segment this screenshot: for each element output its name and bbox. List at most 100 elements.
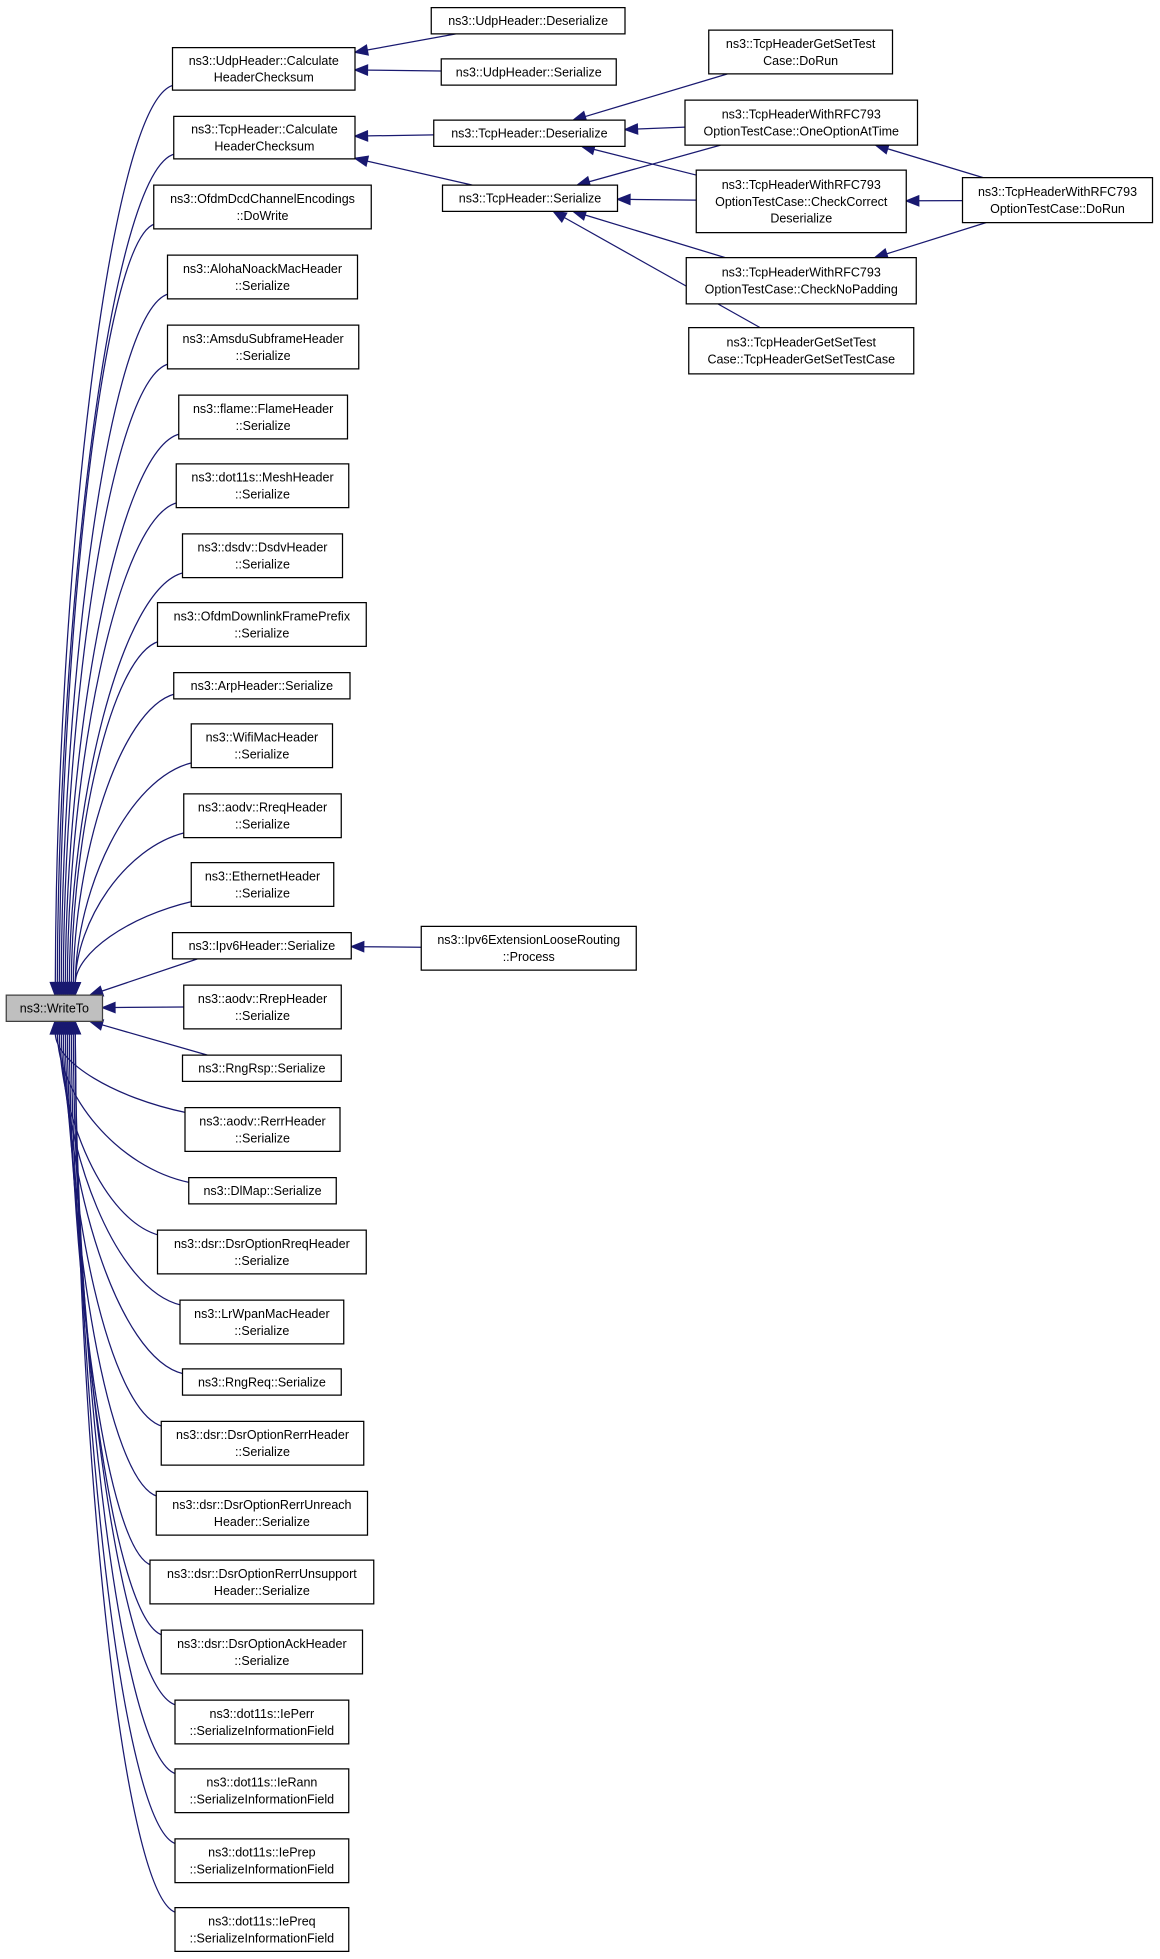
node-ieperr[interactable]: ns3::dot11s::IePerr::SerializeInformatio… — [174, 1699, 350, 1745]
node-dsrack[interactable]: ns3::dsr::DsrOptionAckHeader::Serialize — [160, 1629, 364, 1675]
node-box — [160, 1629, 364, 1675]
node-oneoption[interactable]: ns3::TcpHeaderWithRFC793OptionTestCase::… — [684, 99, 919, 146]
node-label: ::Serialize — [234, 1654, 289, 1668]
node-tcpser[interactable]: ns3::TcpHeader::Serialize — [441, 184, 619, 213]
node-ipv6loose[interactable]: ns3::Ipv6ExtensionLooseRouting::Process — [420, 925, 637, 971]
node-getsetctor[interactable]: ns3::TcpHeaderGetSetTestCase::TcpHeaderG… — [688, 327, 915, 375]
node-dsdv[interactable]: ns3::dsdv::DsdvHeader::Serialize — [181, 533, 344, 579]
node-rreq[interactable]: ns3::aodv::RreqHeader::Serialize — [183, 793, 342, 839]
node-dlmap[interactable]: ns3::DlMap::Serialize — [188, 1177, 337, 1205]
node-label: ns3::WifiMacHeader — [206, 731, 319, 745]
node-rerr[interactable]: ns3::aodv::RerrHeader::Serialize — [184, 1107, 341, 1152]
node-label: ::Serialize — [236, 419, 291, 433]
node-label: ns3::dot11s::MeshHeader — [191, 471, 333, 485]
node-box — [175, 463, 350, 509]
node-label: ns3::RngReq::Serialize — [198, 1375, 326, 1389]
edge-udpcalc-to-root — [54, 84, 174, 983]
edge-rrep-to-root — [114, 1006, 184, 1009]
edge-tcpdeser-to-tcpcalc — [367, 134, 434, 137]
node-box — [155, 1490, 369, 1536]
node-rrep[interactable]: ns3::aodv::RrepHeader::Serialize — [183, 984, 342, 1030]
node-udpdeser[interactable]: ns3::UdpHeader::Deserialize — [430, 7, 626, 35]
edge-udpser-to-udpcalc — [367, 69, 442, 72]
arrowhead-icon — [353, 129, 369, 142]
node-label: ::Serialize — [236, 349, 291, 363]
node-label: OptionTestCase::OneOptionAtTime — [704, 124, 900, 138]
node-box — [961, 177, 1154, 224]
node-eth[interactable]: ns3::EthernetHeader::Serialize — [190, 862, 335, 907]
node-iepreq[interactable]: ns3::dot11s::IePreq::SerializeInformatio… — [174, 1907, 350, 1952]
edge-ipv6loose-to-ipv6 — [363, 946, 422, 948]
node-dsrrerr[interactable]: ns3::dsr::DsrOptionRerrHeader::Serialize — [160, 1420, 365, 1466]
node-label: ::Serialize — [234, 1324, 289, 1338]
arrowhead-icon — [353, 155, 370, 168]
node-arp[interactable]: ns3::ArpHeader::Serialize — [173, 672, 351, 700]
edge-iepreq-to-root — [74, 1033, 177, 1914]
node-label: ns3::UdpHeader::Deserialize — [448, 14, 608, 28]
node-getsetdorun[interactable]: ns3::TcpHeaderGetSetTestCase::DoRun — [708, 29, 894, 75]
node-amsdu[interactable]: ns3::AmsduSubframeHeader::Serialize — [166, 324, 360, 370]
node-box — [174, 1907, 350, 1952]
node-ierann[interactable]: ns3::dot11s::IeRann::SerializeInformatio… — [174, 1768, 350, 1814]
edge-dlmap-to-root — [56, 1033, 191, 1184]
node-tcpdeser[interactable]: ns3::TcpHeader::Deserialize — [433, 119, 626, 148]
node-root[interactable]: ns3::WriteTo — [5, 994, 104, 1022]
node-label: ns3::ArpHeader::Serialize — [191, 679, 333, 693]
node-label: ::Serialize — [235, 488, 290, 502]
node-wifi[interactable]: ns3::WifiMacHeader::Serialize — [190, 723, 334, 769]
edge-nopadding-to-tcpser — [584, 214, 726, 259]
edge-dsrunsupport-to-root — [68, 1033, 152, 1566]
edge-dsdv-to-root — [68, 572, 184, 983]
node-dsrunreach[interactable]: ns3::dsr::DsrOptionRerrUnreachHeader::Se… — [155, 1490, 369, 1536]
node-label: ns3::dot11s::IeRann — [206, 1776, 317, 1790]
edge-oneoption-to-tcpdeser — [637, 126, 686, 130]
node-label: Header::Serialize — [214, 1515, 310, 1529]
node-label: ns3::aodv::RerrHeader — [199, 1114, 325, 1128]
nodes: ns3::WriteTo ns3::UdpHeader::CalculateHea… — [5, 7, 1154, 1952]
node-label: ns3::aodv::RrepHeader — [198, 992, 327, 1006]
arrowhead-icon — [69, 1019, 82, 1035]
node-ipv6[interactable]: ns3::Ipv6Header::Serialize — [171, 932, 352, 960]
node-rngreq[interactable]: ns3::RngReq::Serialize — [181, 1368, 342, 1396]
edge-dsrrreq-to-root — [58, 1033, 159, 1236]
node-dsrrreq[interactable]: ns3::dsr::DsrOptionRreqHeader::Serialize — [156, 1229, 367, 1275]
node-box — [166, 254, 359, 300]
edge-rfcdorun-to-oneoption — [887, 148, 984, 179]
node-ofdmdcd[interactable]: ns3::OfdmDcdChannelEncodings::DoWrite — [153, 184, 372, 230]
node-label: ns3::dot11s::IePrep — [208, 1846, 316, 1860]
node-box — [171, 932, 352, 960]
node-box — [174, 1768, 350, 1814]
node-checkcorrect[interactable]: ns3::TcpHeaderWithRFC793OptionTestCase::… — [695, 169, 907, 234]
node-dsrunsupport[interactable]: ns3::dsr::DsrOptionRerrUnsupportHeader::… — [149, 1559, 375, 1605]
node-label: ::Serialize — [234, 626, 289, 640]
node-mesh[interactable]: ns3::dot11s::MeshHeader::Serialize — [175, 463, 350, 509]
node-udpser[interactable]: ns3::UdpHeader::Serialize — [440, 58, 617, 86]
node-label: ::Serialize — [235, 1009, 290, 1023]
node-ieprep[interactable]: ns3::dot11s::IePrep::SerializeInformatio… — [174, 1838, 350, 1884]
node-label: ::Serialize — [235, 1131, 290, 1145]
node-flame[interactable]: ns3::flame::FlameHeader::Serialize — [178, 394, 349, 440]
node-box — [441, 184, 619, 213]
node-label: ns3::TcpHeader::Serialize — [459, 192, 601, 206]
node-box — [184, 1107, 341, 1152]
node-label: OptionTestCase::DoRun — [990, 202, 1125, 216]
node-label: ns3::dsr::DsrOptionRerrUnsupport — [167, 1567, 357, 1581]
node-lrwpan[interactable]: ns3::LrWpanMacHeader::Serialize — [179, 1299, 345, 1345]
node-box — [153, 184, 372, 230]
node-ofdmdl[interactable]: ns3::OfdmDownlinkFramePrefix::Serialize — [156, 602, 367, 647]
node-box — [5, 994, 104, 1022]
node-label: ns3::TcpHeader::Calculate — [191, 123, 338, 137]
arrowhead-icon — [353, 44, 369, 56]
node-box — [695, 169, 907, 234]
node-box — [430, 7, 626, 35]
node-label: ns3::dsdv::DsdvHeader — [198, 541, 328, 555]
node-rngrsp[interactable]: ns3::RngRsp::Serialize — [181, 1054, 342, 1082]
node-nopadding[interactable]: ns3::TcpHeaderWithRFC793OptionTestCase::… — [685, 257, 917, 305]
node-aloha[interactable]: ns3::AlohaNoackMacHeader::Serialize — [166, 254, 359, 300]
node-label: ns3::AlohaNoackMacHeader — [183, 262, 342, 276]
node-label: Case::TcpHeaderGetSetTestCase — [707, 353, 895, 367]
node-rfcdorun[interactable]: ns3::TcpHeaderWithRFC793OptionTestCase::… — [961, 177, 1154, 224]
